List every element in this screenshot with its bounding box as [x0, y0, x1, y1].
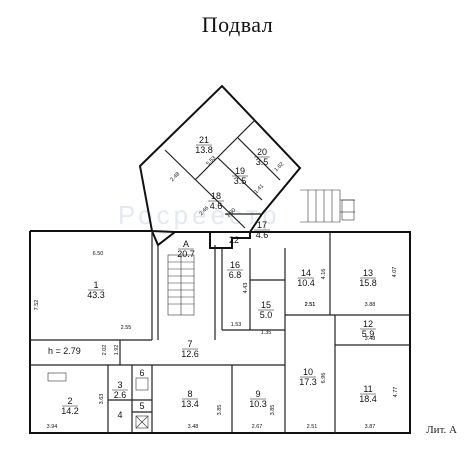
- room-area-19: 3.5: [234, 176, 247, 186]
- room-number-1: 1: [93, 280, 98, 290]
- room-area-A: 20.7: [177, 249, 195, 259]
- dimension-label: 6.50: [93, 251, 104, 257]
- dimension-label: 2.48: [169, 171, 181, 183]
- room-area-11: 18.4: [359, 394, 377, 404]
- staircase-external: [300, 189, 355, 223]
- dimension-label: 3.48: [365, 336, 376, 342]
- dimension-label: 5.53: [205, 155, 217, 167]
- room-area-18: 4.6: [210, 201, 223, 211]
- dimension-label: 7.52: [34, 300, 40, 311]
- room-area-20: 3.5: [256, 157, 269, 167]
- dimension-label: 4.43: [243, 283, 249, 294]
- plan-title: Подвал: [201, 12, 274, 37]
- room-area-8: 13.4: [181, 399, 199, 409]
- room-number-9: 9: [255, 389, 260, 399]
- room-number-10: 10: [303, 367, 313, 377]
- staircase-a: [167, 254, 195, 316]
- room-number-A: A: [183, 239, 189, 249]
- room-area-10: 17.3: [299, 377, 317, 387]
- dimension-label: 2.51: [307, 424, 318, 430]
- room-number-19: 19: [235, 166, 245, 176]
- room-number-22: 22: [229, 235, 239, 245]
- dimension-label: 2.51: [305, 302, 316, 308]
- room-number-13: 13: [363, 268, 373, 278]
- room-number-21: 21: [199, 135, 209, 145]
- room-area-17: 4.6: [256, 230, 269, 240]
- fixtures: [47, 372, 149, 429]
- room-area-13: 15.8: [359, 278, 377, 288]
- dimension-label: 6.96: [321, 373, 327, 384]
- room-area-7: 12.6: [181, 349, 199, 359]
- dimension-label: 2.67: [252, 424, 263, 430]
- room-area-3: 2.6: [114, 390, 127, 400]
- dimension-label: 1.90: [225, 207, 237, 219]
- dimension-label: 3.94: [47, 424, 58, 430]
- dimension-label: 1.92: [114, 345, 120, 356]
- room-area-16: 6.8: [229, 270, 242, 280]
- dimension-label: 3.85: [217, 405, 223, 416]
- room-number-15: 15: [261, 300, 271, 310]
- dimension-label: 3.63: [99, 394, 105, 405]
- outer-walls: [29, 84, 411, 434]
- dimension-label: 2.02: [102, 345, 108, 356]
- room-number-16: 16: [230, 260, 240, 270]
- watermark-text: Росреестр: [118, 200, 281, 230]
- building-letter-label: Лит. А: [426, 424, 457, 436]
- dimension-label: 4.16: [321, 269, 327, 280]
- dimension-label: 1.35: [261, 330, 272, 336]
- dimension-label: 2.51: [305, 302, 316, 308]
- dimension-label: 4.77: [393, 387, 399, 398]
- dimension-label: 4.07: [392, 267, 398, 278]
- room-number-20: 20: [257, 147, 267, 157]
- dimension-label: 1.53: [231, 322, 242, 328]
- room-area-1: 43.3: [87, 290, 105, 300]
- room-area-14: 10.4: [297, 278, 315, 288]
- room-number-14: 14: [301, 268, 311, 278]
- dimension-label: 3.48: [188, 424, 199, 430]
- room-number-2: 2: [67, 396, 72, 406]
- room-number-6: 6: [139, 368, 144, 378]
- dimension-label: 3.85: [270, 405, 276, 416]
- dimension-label: 1.62: [273, 161, 285, 173]
- room-area-15: 5.0: [260, 310, 273, 320]
- dimension-label: 2.46: [198, 205, 210, 217]
- room-area-12: 5.9: [362, 329, 375, 339]
- room-number-18: 18: [211, 191, 221, 201]
- room-number-4: 4: [117, 410, 122, 420]
- dimension-label: 3.88: [365, 302, 376, 308]
- room-number-3: 3: [117, 380, 122, 390]
- ceiling-height-label: h = 2.79: [48, 346, 81, 356]
- room-area-9: 10.3: [249, 399, 267, 409]
- room-number-12: 12: [363, 319, 373, 329]
- room-number-7: 7: [187, 339, 192, 349]
- room-number-17: 17: [257, 220, 267, 230]
- room-number-8: 8: [187, 389, 192, 399]
- inner-walls: [30, 119, 410, 433]
- room-number-11: 11: [363, 384, 372, 394]
- room-number-5: 5: [139, 401, 144, 411]
- room-area-2: 14.2: [61, 406, 79, 416]
- dimension-label: 2.55: [121, 325, 132, 331]
- dimension-label: 1.41: [253, 183, 265, 195]
- room-area-21: 13.8: [195, 145, 213, 155]
- dimension-label: 3.87: [365, 424, 376, 430]
